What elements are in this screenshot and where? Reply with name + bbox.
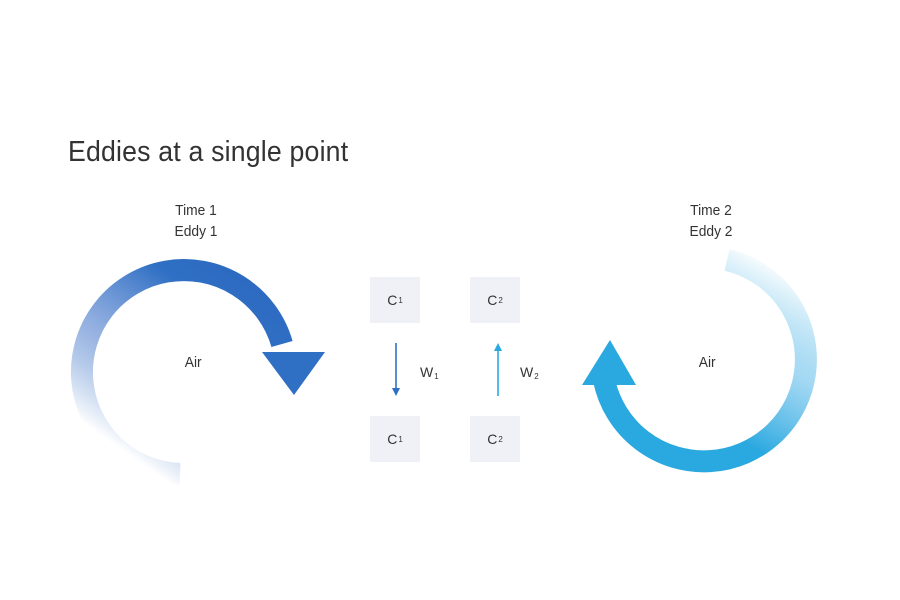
c1-subscript: 1 <box>398 434 403 444</box>
eddy-2-medium-label: Air <box>698 354 716 371</box>
c2-symbol: C <box>487 292 498 308</box>
w2-symbol: W <box>520 364 534 380</box>
eddy-2-name-label: Eddy 2 <box>689 223 733 240</box>
w1-symbol: W <box>420 364 434 380</box>
c1-subscript: 1 <box>398 295 403 305</box>
eddy-1-caption: Time 1 Eddy 1 <box>141 200 251 242</box>
w2-label: W2 <box>520 364 539 381</box>
w1-subscript: 1 <box>434 372 439 381</box>
w2-up-arrow <box>494 343 502 396</box>
eddy-2-arrowhead <box>582 340 636 385</box>
page-title: Eddies at a single point <box>68 136 349 168</box>
c2-symbol: C <box>487 431 498 447</box>
eddy-1-time-label: Time 1 <box>175 202 217 219</box>
c1-symbol: C <box>387 292 398 308</box>
c1-symbol: C <box>387 431 398 447</box>
w1-label: W1 <box>420 364 439 381</box>
eddy-1-arrow <box>70 259 325 485</box>
c2-subscript: 2 <box>498 295 503 305</box>
w1-down-arrow <box>392 343 400 396</box>
w2-subscript: 2 <box>534 372 539 381</box>
eddy-2-caption: Time 2 Eddy 2 <box>656 200 766 242</box>
c2-subscript: 2 <box>498 434 503 444</box>
eddy-1-name-label: Eddy 1 <box>174 223 218 240</box>
eddy-1-arrowhead <box>262 352 325 395</box>
eddy-2-arrow <box>582 249 817 473</box>
eddy-1-medium-label: Air <box>184 354 202 371</box>
eddy-2-time-label: Time 2 <box>690 202 732 219</box>
